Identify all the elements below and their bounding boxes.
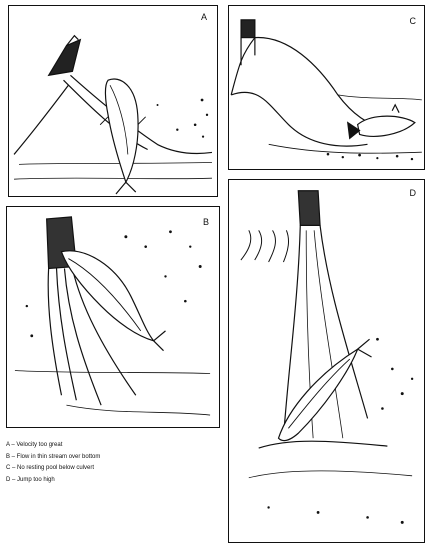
reeds <box>241 230 289 262</box>
water-stream <box>48 268 61 395</box>
panel-b-illustration <box>7 207 219 427</box>
culvert-pipe <box>49 36 81 76</box>
gravel-dots <box>327 153 413 160</box>
legend-item-d: D – Jump too high <box>6 475 216 487</box>
panel-d-illustration <box>229 180 424 542</box>
culvert-pipe <box>241 20 255 38</box>
culvert-pipe <box>298 191 320 226</box>
panel-a-velocity: A <box>8 5 218 197</box>
spray-dots <box>157 99 209 138</box>
water-stream <box>70 75 212 153</box>
legend: A – Velocity too great B – Flow in thin … <box>6 440 216 486</box>
panel-c-no-pool: C <box>228 5 425 170</box>
panel-b-thin-stream: B <box>6 206 220 428</box>
panel-a-illustration <box>9 6 217 196</box>
fish <box>278 339 371 440</box>
legend-item-b: B – Flow in thin stream over bottom <box>6 452 216 464</box>
stream-bank <box>14 85 68 154</box>
panel-c-illustration <box>229 6 424 169</box>
embankment <box>231 38 255 95</box>
legend-item-c: C – No resting pool below culvert <box>6 463 216 475</box>
legend-item-a: A – Velocity too great <box>6 440 216 452</box>
fish <box>100 79 146 194</box>
fish <box>348 105 415 139</box>
panel-d-jump-high: D <box>228 179 425 543</box>
